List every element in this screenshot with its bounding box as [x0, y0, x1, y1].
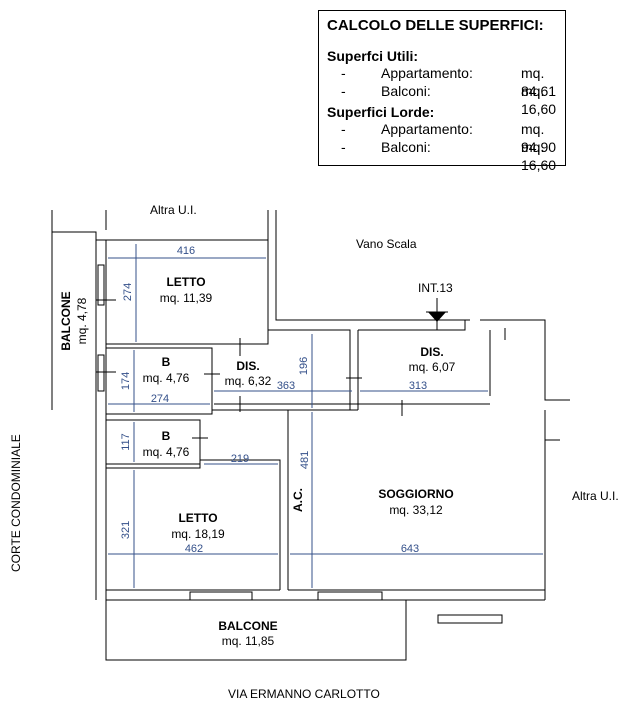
- row-dash: -: [341, 139, 346, 155]
- dim-letto2-h: 321: [120, 521, 132, 539]
- dim-bagno2-h: 117: [120, 433, 132, 451]
- utili-row-appartamento: - Appartamento: mq. 84,61: [327, 64, 557, 99]
- ac-name: A.C.: [291, 488, 305, 512]
- bagno1-area: mq. 4,76: [143, 371, 190, 385]
- row-label: Appartamento:: [381, 65, 473, 81]
- bagno1-name: B: [162, 355, 171, 369]
- surface-calculation-box: CALCOLO DELLE SUPERFICI: Superfci Utili:…: [318, 10, 566, 173]
- bagno2-name: B: [162, 429, 171, 443]
- row-value: mq. 94,90: [521, 121, 557, 155]
- summary-title: CALCOLO DELLE SUPERFICI:: [327, 17, 544, 34]
- row-label: Balconi:: [381, 139, 431, 155]
- dim-letto2-w1: 219: [231, 453, 249, 465]
- bagno2-area: mq. 4,76: [143, 445, 190, 459]
- dim-letto1-w: 416: [177, 245, 195, 257]
- soggiorno-area: mq. 33,12: [389, 503, 443, 517]
- dim-letto1-h: 274: [122, 283, 134, 301]
- row-label: Balconi:: [381, 83, 431, 99]
- letto1-name: LETTO: [166, 275, 205, 289]
- neighbor-right-label: Altra U.I.: [572, 489, 619, 503]
- dim-dis2-w: 313: [409, 380, 427, 392]
- row-dash: -: [341, 121, 346, 137]
- lorde-row-balconi: - Balconi: mq. 16,60: [327, 138, 557, 173]
- soggiorno-name: SOGGIORNO: [378, 487, 453, 501]
- row-value: mq. 16,60: [521, 83, 557, 117]
- unit-label: INT.13: [418, 281, 453, 295]
- lorde-heading: Superfici Lorde:: [327, 104, 435, 120]
- balcone-bottom-name: BALCONE: [218, 619, 277, 633]
- balcone-left-name: BALCONE: [59, 291, 73, 350]
- letto2-area: mq. 18,19: [171, 527, 225, 541]
- street-label: VIA ERMANNO CARLOTTO: [228, 687, 380, 701]
- neighbor-top-label: Altra U.I.: [150, 203, 197, 217]
- dis2-area: mq. 6,07: [409, 360, 456, 374]
- letto2-name: LETTO: [178, 511, 217, 525]
- dis1-area: mq. 6,32: [225, 374, 272, 388]
- utili-row-balconi: - Balconi: mq. 16,60: [327, 82, 557, 117]
- lorde-row-appartamento: - Appartamento: mq. 94,90: [327, 120, 557, 155]
- dim-dis1-w: 363: [277, 380, 295, 392]
- row-dash: -: [341, 65, 346, 81]
- stair-label: Vano Scala: [356, 237, 417, 251]
- walls: [51, 210, 570, 661]
- dim-soggiorno-w: 643: [401, 543, 419, 555]
- utili-heading: Superfci Utili:: [327, 48, 419, 64]
- row-label: Appartamento:: [381, 121, 473, 137]
- balcone-bottom-area: mq. 11,85: [222, 634, 275, 648]
- row-value: mq. 16,60: [521, 139, 557, 173]
- row-dash: -: [341, 83, 346, 99]
- entrance-marker: [426, 298, 448, 330]
- dim-dis1-h: 196: [298, 357, 310, 375]
- dim-letto2-w: 462: [185, 543, 203, 555]
- dim-bagno1-w: 274: [151, 393, 169, 405]
- balcone-left-area: mq. 4,78: [75, 297, 89, 344]
- dim-bagno1-h: 174: [120, 372, 132, 390]
- dimension-lines: [108, 244, 543, 588]
- row-value: mq. 84,61: [521, 65, 557, 99]
- letto1-area: mq. 11,39: [160, 291, 213, 305]
- courtyard-label: CORTE CONDOMINIALE: [9, 434, 23, 572]
- dis2-name: DIS.: [420, 345, 443, 359]
- dim-soggiorno-h: 481: [299, 451, 311, 469]
- dis1-name: DIS.: [236, 359, 259, 373]
